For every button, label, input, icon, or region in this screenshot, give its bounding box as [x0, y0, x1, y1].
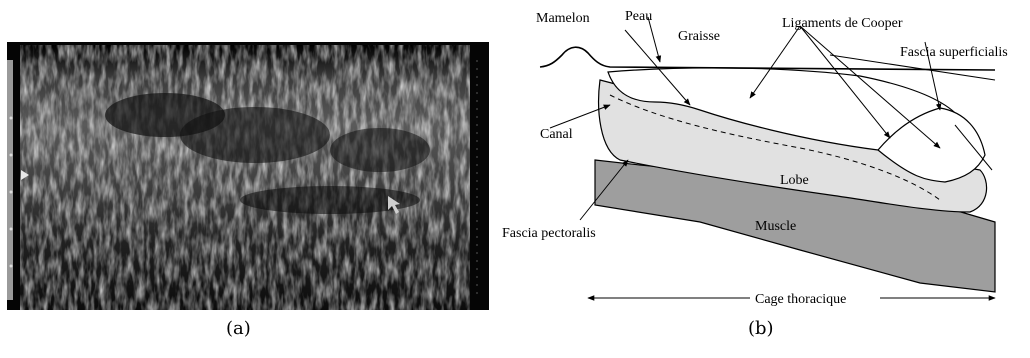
breast-anatomy-diagram: Mamelon Peau Graisse Ligaments de Cooper…	[500, 0, 1030, 353]
label-lobe: Lobe	[780, 173, 809, 188]
depth-marker	[10, 117, 13, 120]
ultrasound-image	[0, 0, 500, 353]
label-peau: Peau	[625, 9, 652, 24]
label-fascia-superficialis: Fascia superficialis	[900, 45, 1008, 60]
depth-marker	[10, 191, 13, 194]
depth-marker	[10, 154, 13, 157]
label-graisse: Graisse	[678, 29, 720, 44]
speckle-texture	[20, 45, 470, 310]
panel-b: Mamelon Peau Graisse Ligaments de Cooper…	[500, 0, 1030, 353]
dark-region	[330, 128, 430, 172]
label-muscle: Muscle	[755, 219, 796, 234]
depth-scale-bar	[7, 60, 13, 300]
caption-a: (a)	[226, 318, 251, 339]
depth-marker	[10, 265, 13, 268]
label-mamelon: Mamelon	[536, 11, 590, 26]
label-canal: Canal	[540, 127, 573, 142]
depth-marker	[10, 228, 13, 231]
label-fascia-pectoralis: Fascia pectoralis	[502, 226, 596, 241]
caption-b: (b)	[748, 318, 774, 339]
label-cage-thoracique: Cage thoracique	[755, 292, 846, 307]
label-ligaments-de-cooper: Ligaments de Cooper	[782, 16, 903, 31]
dark-region	[180, 107, 330, 163]
panel-a: (a)	[0, 0, 500, 353]
